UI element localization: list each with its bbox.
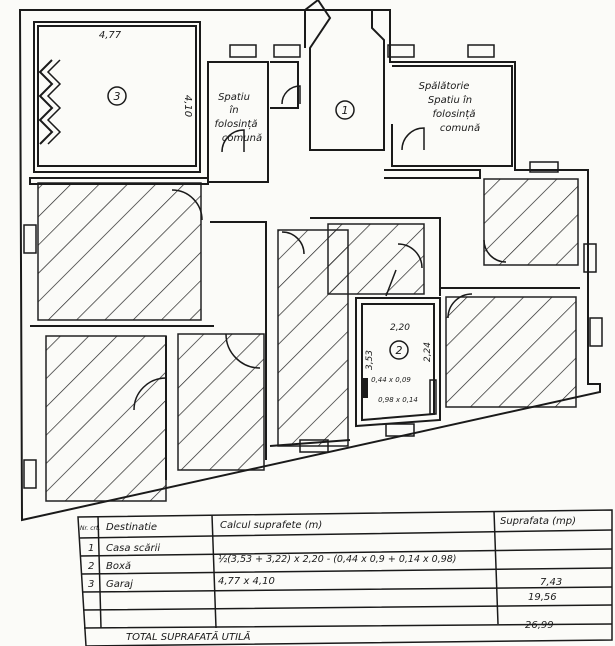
inner-band-wall-right <box>384 169 481 179</box>
hatched-area-left-lower <box>45 335 167 502</box>
stair-wall <box>270 61 299 109</box>
common-space-wall <box>207 61 269 183</box>
row-destination: Garaj <box>106 579 133 590</box>
hatched-area-right-upper <box>483 178 579 266</box>
window <box>299 439 329 453</box>
room-2-dim-left: 3,53 <box>365 350 375 370</box>
room-3-height: 4,10 <box>182 95 193 117</box>
door-swing <box>281 85 301 105</box>
window <box>529 161 559 173</box>
row-destination: Boxă <box>106 561 131 572</box>
door-swing <box>171 189 203 221</box>
inner-band-wall <box>29 177 209 185</box>
window <box>229 44 257 58</box>
room-2-dim-right: 2,24 <box>423 342 433 362</box>
room-number-circle <box>107 86 127 106</box>
table-grid <box>97 510 499 629</box>
walls <box>18 0 601 522</box>
window <box>583 243 597 273</box>
room-3-width: 4,77 <box>99 30 122 41</box>
laundry-label: Spălătorie Spatiu în folosință comună <box>419 81 480 134</box>
windows <box>23 44 603 489</box>
room-1-number: 1 <box>342 104 349 117</box>
hatched-area-mid-lower <box>177 333 265 471</box>
laundry-text: folosință <box>433 109 476 120</box>
header-nr: Nr. crt. <box>80 525 100 532</box>
window <box>273 44 301 58</box>
room-number-circle <box>335 100 355 120</box>
door-swing <box>385 269 397 297</box>
total-value: 26,99 <box>525 620 554 631</box>
row-calc: 4,77 x 4,10 <box>218 576 275 587</box>
room-2-number: 2 <box>396 344 403 357</box>
room-3-number: 3 <box>114 90 121 103</box>
door-swing <box>281 231 305 255</box>
room-1-wall <box>304 0 385 151</box>
window <box>589 317 603 347</box>
row-nr: 3 <box>88 579 94 590</box>
row-area: 7,43 <box>540 577 562 588</box>
garage-door-icon <box>38 59 54 145</box>
table-rows: 1 Casa scării 7,43 2 Boxă ½(3,53 + 3,22)… <box>88 543 562 603</box>
door-swing <box>133 377 167 411</box>
hatched-area-center-top <box>327 223 425 295</box>
window <box>23 459 37 489</box>
room-2-detail-b: 0,98 x 0,14 <box>378 396 418 404</box>
common-space-label: Spatiu în folosință comună <box>215 92 263 144</box>
common-space-text: comună <box>222 133 262 144</box>
room-2-detail-a: 0,44 x 0,09 <box>371 376 411 384</box>
hatched-areas <box>37 178 579 502</box>
area-table <box>77 509 613 646</box>
row-nr: 2 <box>88 561 94 572</box>
window <box>385 423 415 437</box>
room-2-niche <box>429 379 437 415</box>
window <box>467 44 495 58</box>
laundry-text: Spatiu în <box>428 94 472 106</box>
total-label: TOTAL SUPRAFATĂ UTILĂ <box>126 630 251 643</box>
header-calc: Calcul suprafete (m) <box>220 520 322 531</box>
outer-wall-inner <box>33 21 201 173</box>
laundry-text: comună <box>440 123 480 134</box>
hatched-area-left-upper <box>37 182 202 321</box>
common-space-text: în <box>229 104 238 116</box>
door-swing <box>447 293 473 319</box>
common-space-text: folosință <box>215 119 258 130</box>
row-calc: ½(3,53 + 3,22) x 2,20 - (0,44 x 0,9 + 0,… <box>218 554 457 565</box>
laundry-wall <box>391 65 513 167</box>
table-grid <box>77 509 613 646</box>
room-1-label: 1 <box>335 100 355 120</box>
door-swing <box>397 243 423 269</box>
door-swing <box>225 333 261 369</box>
door-swing <box>221 129 245 153</box>
header-destination: Destinatie <box>106 522 157 533</box>
row-destination: Casa scării <box>106 543 160 554</box>
room-2-wall <box>355 297 441 428</box>
room-2-dim-top: 2,20 <box>390 323 410 333</box>
hatched-area-right-lower <box>445 296 577 408</box>
table-grid <box>78 529 613 629</box>
lower-partition <box>30 325 351 480</box>
window <box>23 224 37 254</box>
window <box>387 44 415 58</box>
common-space-text: Spatiu <box>218 92 250 103</box>
room-2-niche <box>362 378 368 398</box>
corridor-wall <box>210 217 441 460</box>
garage-wall <box>37 25 197 167</box>
row-area: 19,56 <box>528 592 557 603</box>
header-area: Suprafata (mp) <box>500 516 576 527</box>
room-2-label: 2 2,20 3,53 2,24 0,44 x 0,09 0,98 x 0,14 <box>365 323 433 404</box>
door-swing <box>401 127 425 151</box>
laundry-text: Spălătorie <box>419 81 470 92</box>
table-headers: Nr. crt. Destinatie Calcul suprafete (m)… <box>80 516 576 533</box>
room-number-circle <box>389 340 409 360</box>
garage-door-icon <box>46 59 62 145</box>
door-swing <box>483 239 507 263</box>
row-nr: 1 <box>88 543 94 554</box>
room-3-label: 3 4,77 4,10 <box>99 30 193 117</box>
doors <box>133 85 507 411</box>
